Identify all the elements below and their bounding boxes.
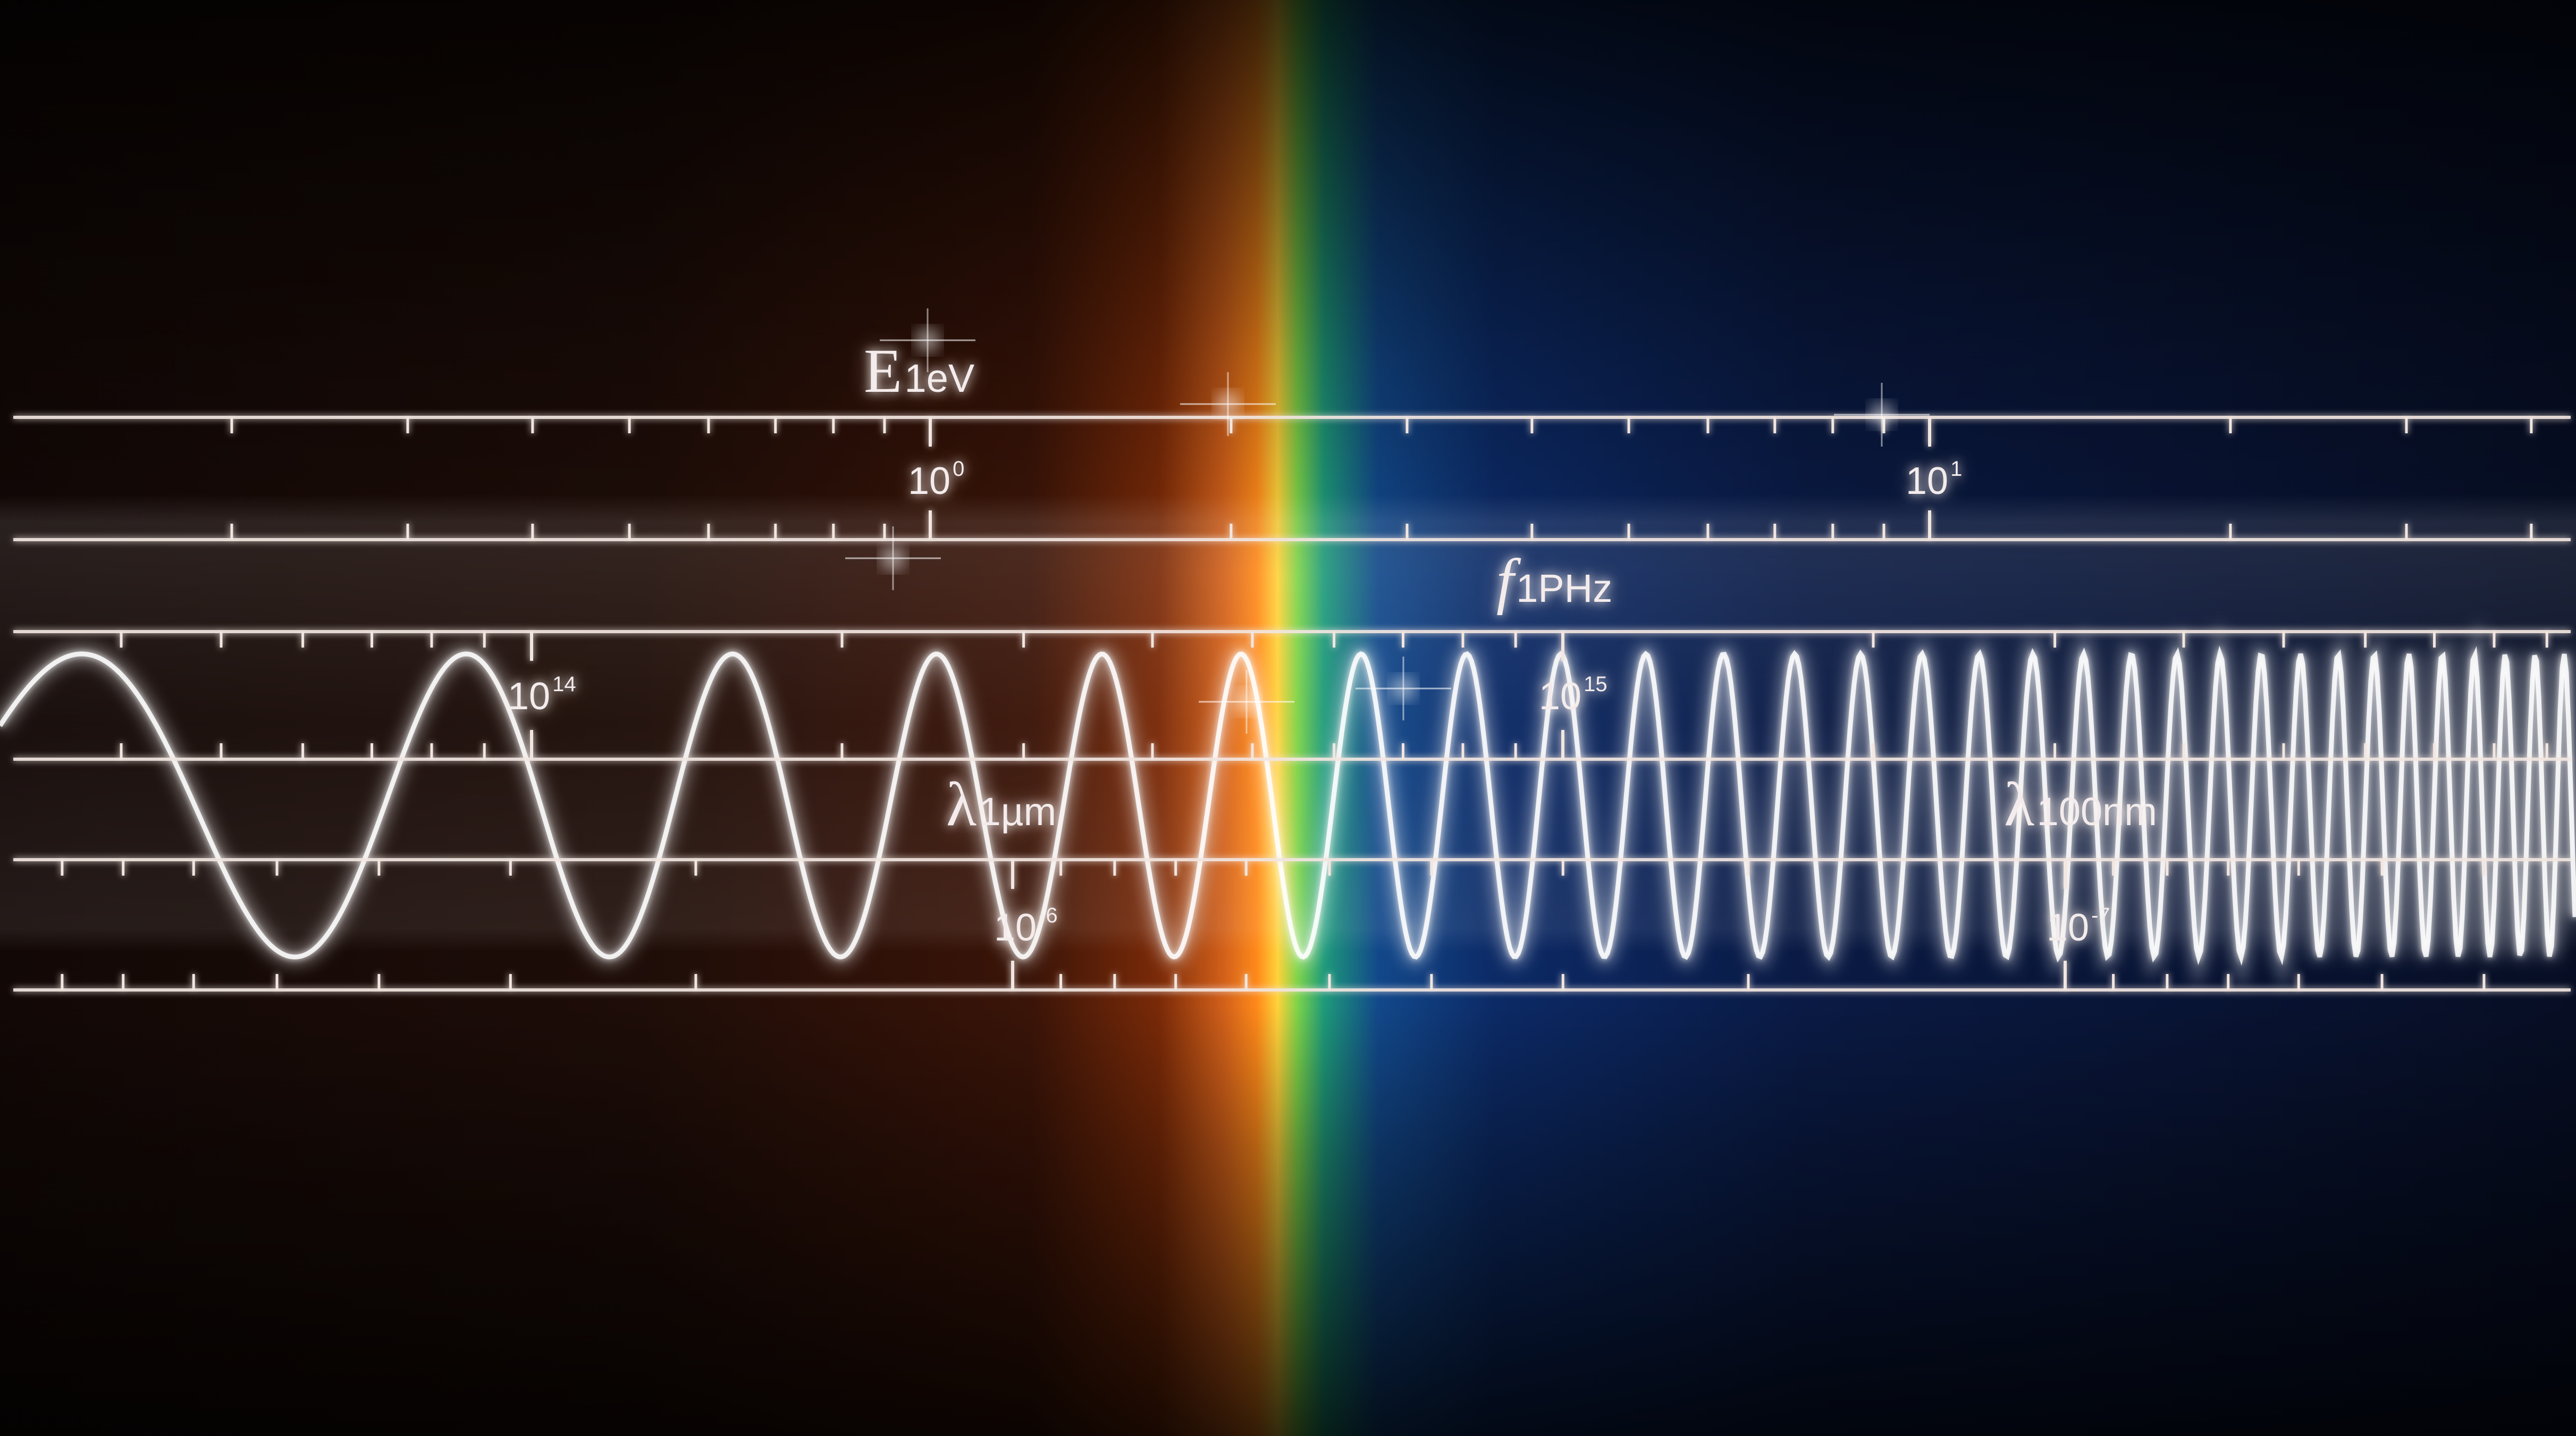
frequency-symbol: f [1496, 546, 1514, 616]
wavelength-symbol: λ [2004, 769, 2035, 839]
wavelength-label-100nm: λ 100nm [2004, 768, 2157, 841]
wavelength-symbol: λ [946, 769, 977, 839]
wavelength-unit: 100nm [2036, 790, 2157, 834]
frequency-label: f 1PHz [1496, 545, 1612, 617]
energy-symbol: E [864, 336, 903, 406]
wavelength-tick-label: 10-6 [994, 904, 1058, 949]
energy-label: E 1eV [864, 335, 974, 407]
sparkles [845, 308, 1930, 734]
frequency-unit: 1PHz [1516, 566, 1613, 610]
wavelength-tick-label: 10-7 [2047, 904, 2110, 949]
wavelength-label-1um: λ 1µm [946, 768, 1056, 841]
energy-unit: 1eV [904, 356, 975, 400]
scale-lines [13, 416, 2571, 992]
wavelength-unit: 1µm [979, 790, 1057, 834]
